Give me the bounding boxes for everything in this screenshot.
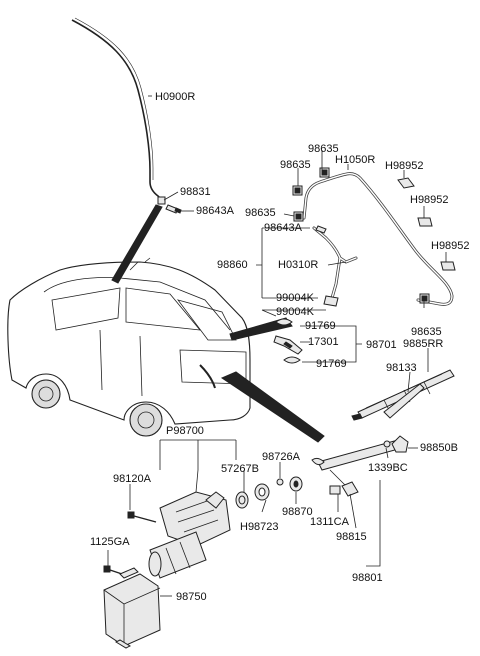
clip-98635-d	[419, 293, 430, 304]
cover-98815	[341, 481, 359, 497]
clip-98635-b	[319, 167, 330, 178]
label-98750: 98750	[176, 591, 207, 603]
label-98120a: 98120A	[113, 473, 151, 485]
label-98726a: 98726A	[262, 451, 300, 463]
label-98635-d: 98635	[411, 326, 442, 338]
label-9885rr: 9885RR	[403, 338, 444, 350]
label-98860: 98860	[217, 259, 248, 271]
label-1311ca: 1311CA	[310, 516, 349, 528]
label-98815: 98815	[336, 531, 367, 543]
label-99004k-a: 99004K	[276, 292, 314, 304]
label-h0900r: H0900R	[155, 91, 196, 103]
label-h98952-c: H98952	[431, 240, 470, 252]
label-h98952-b: H98952	[410, 194, 449, 206]
label-1125ga: 1125GA	[90, 536, 130, 548]
wiper-arm-9885rr	[383, 383, 425, 419]
nozzle-17301	[273, 335, 303, 355]
washer-98726a	[276, 478, 284, 486]
clip-h98952-a	[397, 177, 415, 189]
label-98831: 98831	[180, 186, 211, 198]
label-98643a-mid: 98643A	[264, 222, 302, 234]
label-h98952-a: H98952	[385, 160, 424, 172]
label-98801: 98801	[352, 572, 383, 584]
label-17301: 17301	[308, 336, 339, 348]
label-h98723: H98723	[240, 521, 279, 533]
nut-98870	[289, 476, 303, 492]
callout-wedges	[111, 204, 325, 443]
vehicle-illustration	[7, 257, 251, 437]
label-91769-b: 91769	[316, 358, 347, 370]
washer-hose-h0900r	[71, 17, 163, 201]
label-57267b: 57267B	[221, 463, 259, 475]
label-91769-a: 91769	[305, 320, 336, 332]
control-unit-98750	[103, 567, 161, 649]
clip-h98952-b	[417, 217, 433, 227]
label-h1050r: H1050R	[335, 154, 376, 166]
label-98850b: 98850B	[420, 442, 458, 454]
bolt-98120a	[127, 511, 157, 523]
cap-98850b	[391, 435, 409, 453]
wiper-blade-98133	[351, 369, 455, 421]
grommet-h98723	[254, 483, 270, 501]
connector-98831	[157, 196, 166, 205]
label-98133: 98133	[386, 362, 417, 374]
label-h0310r: H0310R	[278, 259, 319, 271]
grommet-91769-b	[283, 356, 301, 364]
leader-lines	[107, 95, 447, 597]
label-98635-b: 98635	[308, 143, 339, 155]
label-p98700: P98700	[166, 425, 204, 437]
clip-h98952-c	[440, 261, 456, 271]
clip-98635-a	[292, 185, 303, 196]
bolt-1125ga	[103, 565, 123, 575]
label-99004k-b: 99004K	[276, 306, 314, 318]
wiper-motor-p98700	[148, 469, 231, 579]
label-98635-c: 98635	[245, 207, 276, 219]
label-1339bc: 1339BC	[368, 462, 408, 474]
label-98870: 98870	[282, 506, 313, 518]
bushing-57267b	[235, 491, 249, 509]
label-98635-a: 98635	[280, 159, 311, 171]
nut-1311ca	[329, 485, 341, 495]
label-98701: 98701	[366, 339, 397, 351]
clip-98635-c	[293, 211, 304, 222]
bolt-1339bc	[383, 440, 391, 448]
washer-hose-h0310r	[312, 225, 358, 307]
grommet-91769-a	[275, 318, 293, 326]
label-98643a-top: 98643A	[196, 205, 234, 217]
washer-hose-h1050r	[302, 172, 454, 306]
nozzle-98643a-top	[165, 204, 182, 214]
